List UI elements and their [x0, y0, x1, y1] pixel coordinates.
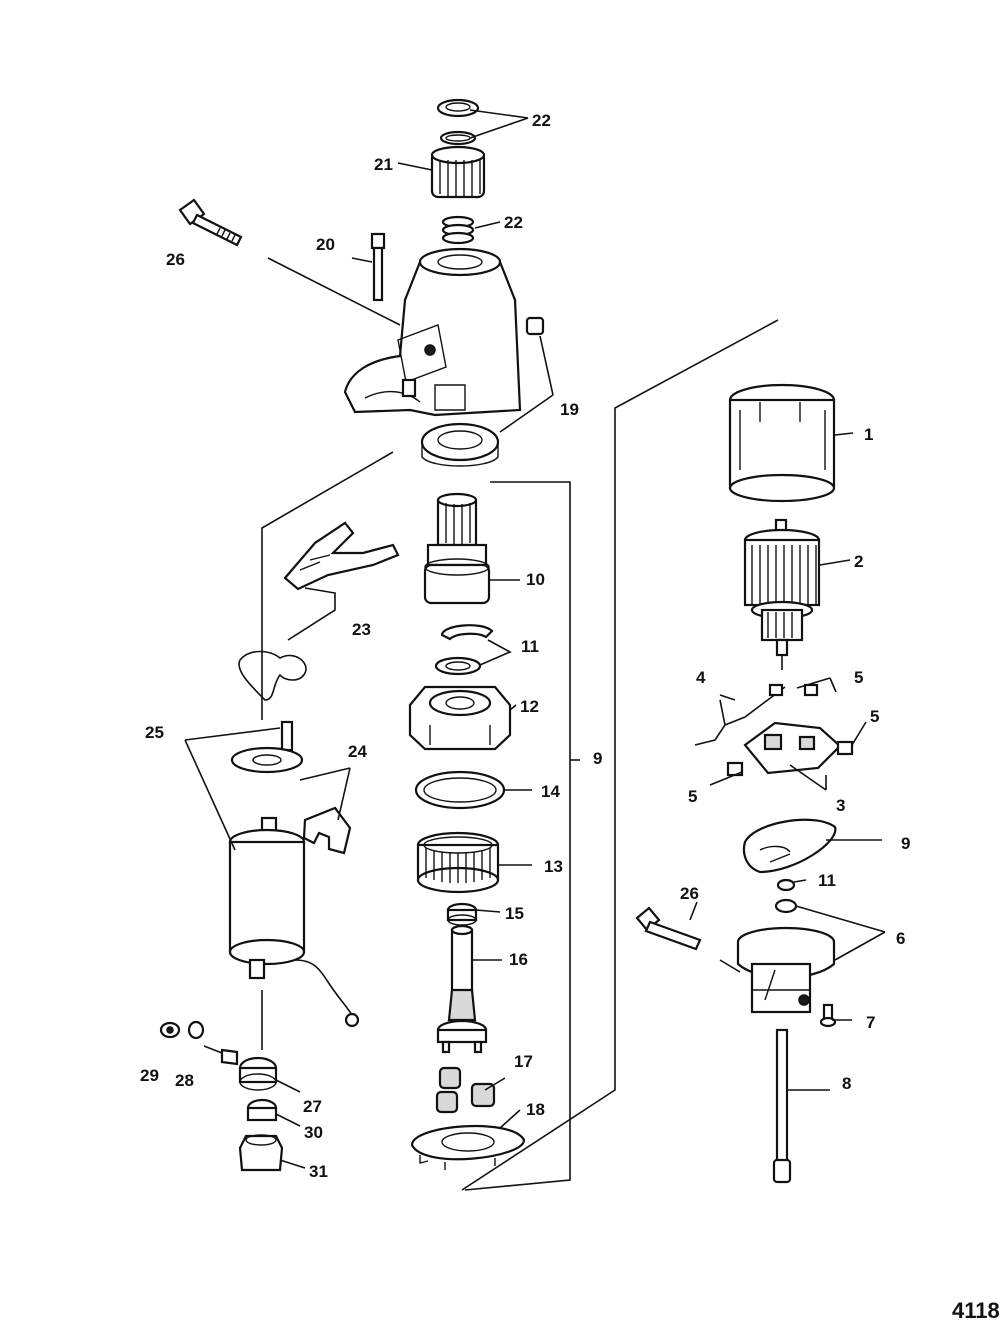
brush-lead-4 — [694, 683, 819, 746]
ring-gear-13 — [416, 831, 500, 894]
through-bolt-8 — [772, 1028, 792, 1184]
callout-labels: 22 21 22 26 20 19 1 10 2 23 11 4 5 12 5 … — [140, 111, 910, 1181]
callout-10: 10 — [526, 570, 545, 589]
spring-clip-23 — [238, 650, 307, 701]
ring-14 — [414, 770, 506, 810]
washer-11-right — [776, 878, 796, 892]
screw-7 — [819, 1003, 837, 1028]
spring-22 — [441, 215, 475, 245]
callout-12: 12 — [520, 697, 539, 716]
pinion-gear-21 — [430, 145, 486, 199]
bolt-26-top — [178, 198, 243, 247]
shift-lever-23 — [283, 521, 400, 591]
planet-gears-17 — [435, 1066, 496, 1114]
callout-25: 25 — [145, 723, 164, 742]
callout-8: 8 — [842, 1074, 851, 1093]
bushing-15 — [446, 902, 478, 926]
figure-number: 4118 — [952, 1298, 1000, 1323]
bolt-20 — [370, 232, 386, 302]
callout-17: 17 — [514, 1052, 533, 1071]
drive-assembly-10 — [423, 492, 491, 605]
leader-lines — [184, 109, 886, 1191]
callout-4: 4 — [696, 668, 706, 687]
plate-18 — [410, 1124, 526, 1170]
callout-28: 28 — [175, 1071, 194, 1090]
callout-23: 23 — [352, 620, 371, 639]
bracket-24 — [302, 806, 352, 855]
cap-31 — [238, 1134, 284, 1172]
nut-30 — [246, 1098, 278, 1122]
motor-frame-1 — [728, 383, 836, 503]
end-frame-6 — [736, 898, 836, 1014]
callout-26: 26 — [680, 884, 699, 903]
callout-6: 6 — [896, 929, 905, 948]
callout-18: 18 — [526, 1100, 545, 1119]
callout-14: 14 — [541, 782, 560, 801]
plate-9 — [742, 818, 837, 874]
drive-housing — [343, 247, 522, 417]
callout-2: 2 — [854, 552, 863, 571]
callout-9: 9 — [593, 749, 602, 768]
terminal-bolt-27 — [220, 1048, 278, 1091]
nut-29 — [159, 1021, 181, 1039]
armature-2 — [743, 518, 821, 657]
callout-27: 27 — [303, 1097, 322, 1116]
callout-24: 24 — [348, 742, 367, 761]
washer-28 — [187, 1020, 205, 1040]
callout-13: 13 — [544, 857, 563, 876]
bushing-19 — [420, 316, 545, 467]
callout-30: 30 — [304, 1123, 323, 1142]
callout-19: 19 — [560, 400, 579, 419]
callout-29: 29 — [140, 1066, 159, 1085]
seal-ring-22 — [436, 98, 480, 146]
callout-7: 7 — [866, 1013, 875, 1032]
solenoid-25 — [228, 720, 360, 1028]
callout-5: 5 — [870, 707, 879, 726]
callout-1: 1 — [864, 425, 873, 444]
callout-31: 31 — [309, 1162, 328, 1181]
gear-housing-12 — [408, 685, 512, 751]
callout-9: 9 — [901, 834, 910, 853]
callout-11: 11 — [818, 871, 836, 890]
output-shaft-16 — [436, 924, 488, 1054]
callout-16: 16 — [509, 950, 528, 969]
bolt-26-right — [635, 906, 702, 951]
callout-21: 21 — [374, 155, 393, 174]
clip-11 — [434, 624, 494, 676]
callout-22: 22 — [532, 111, 551, 130]
callout-5: 5 — [854, 668, 863, 687]
callout-3: 3 — [836, 796, 845, 815]
callout-22: 22 — [504, 213, 523, 232]
callout-15: 15 — [505, 904, 524, 923]
callout-5: 5 — [688, 787, 697, 806]
callout-26: 26 — [166, 250, 185, 269]
callout-20: 20 — [316, 235, 335, 254]
callout-11: 11 — [521, 637, 539, 656]
brush-holder-3 — [743, 721, 842, 775]
